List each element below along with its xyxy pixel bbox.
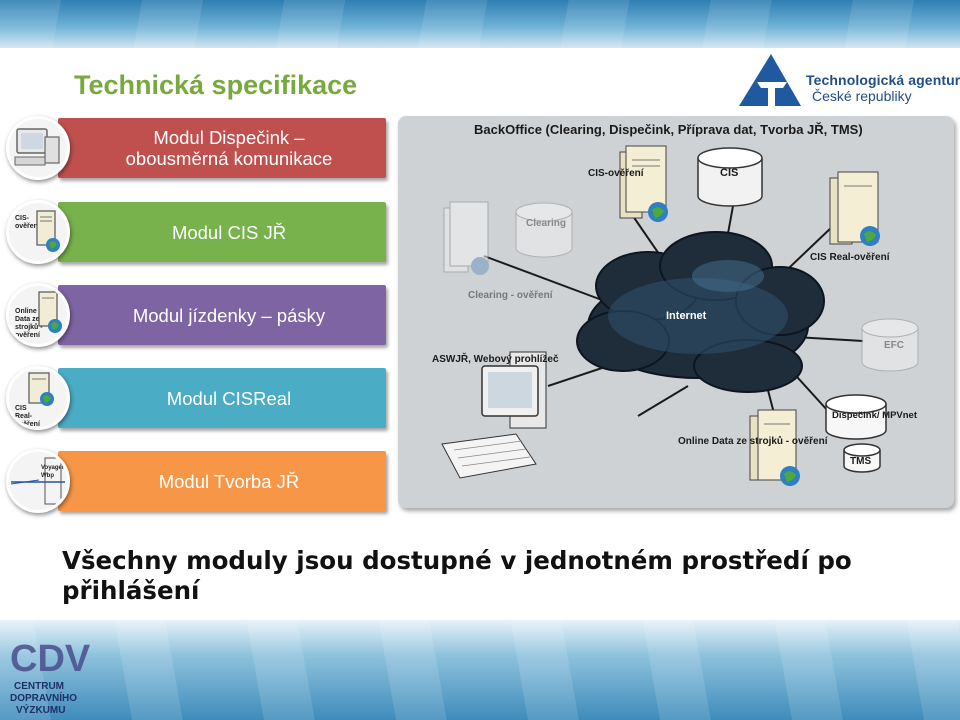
agency-logo-icon <box>739 54 801 106</box>
cis-overeni-server-icon <box>619 145 668 222</box>
cis-database-icon <box>697 147 763 207</box>
cis-overeni-text: CIS-ověření <box>588 168 645 179</box>
module-label: Modul CISReal <box>166 387 292 409</box>
agency-name-line1: Technologická agentura <box>806 72 960 88</box>
aswjr-text: ASWJŘ, Webový prohlížeč <box>432 352 559 365</box>
workstation-icon <box>441 351 547 479</box>
dispecink-label: Dispečink/ MPVnet <box>832 410 918 421</box>
clearing-overeni-label: Clearing - ověření <box>468 290 554 301</box>
internet-cloud-icon <box>576 231 825 393</box>
online-data-server-icon <box>749 409 800 486</box>
aswjr-label: ASWJŘ, Webový prohlížeč <box>432 352 559 365</box>
thumb-label: Voyager Wbp <box>41 465 65 479</box>
cis-overeni-label: CIS-ověření <box>588 168 645 179</box>
svg-text:CDV: CDV <box>10 638 91 680</box>
tms-label: TMS <box>850 456 871 467</box>
clearing-database-icon <box>515 202 573 258</box>
efc-label: EFC <box>884 340 904 351</box>
server-icon: CIS-ověření <box>6 200 70 264</box>
cis-db-label: CIS <box>720 167 738 179</box>
online-data-label: Online Data ze strojků - ověření <box>678 435 829 447</box>
server-icon: CIS Real-ověření <box>6 366 70 430</box>
module-label: Modul Tvorba JŘ <box>158 470 300 492</box>
cdv-line3: VÝZKUMU <box>16 703 65 716</box>
online-data-text: Online Data ze strojků - ověření <box>678 435 829 447</box>
cis-real-label: CIS Real-ověření <box>810 252 891 263</box>
footer-statement: Všechny moduly jsou dostupné v jednotném… <box>62 546 852 605</box>
chart-icon: Voyager Wbp <box>6 449 70 513</box>
clearing-server-icon <box>443 201 489 275</box>
server-icon: Online Data ze strojků - ověření <box>6 283 70 347</box>
cis-real-server-icon <box>829 171 880 246</box>
clearing-db-label: Clearing <box>526 218 566 229</box>
module-label: Modul CIS JŘ <box>171 221 287 243</box>
thumb-label: CIS-ověření <box>15 215 40 230</box>
network-diagram: BackOffice (Clearing, Dispečink, Příprav… <box>398 116 954 508</box>
module-tvorba-jr[interactable]: Modul Tvorba JŘ <box>58 451 386 511</box>
thumb-label: CIS Real-ověření <box>15 405 40 428</box>
thumb-label: Online Data ze strojků - ověření <box>15 308 43 339</box>
module-label: Modul Dispečink – obousměrná komunikace <box>125 127 333 169</box>
diagram-header: BackOffice (Clearing, Dispečink, Příprav… <box>474 122 863 137</box>
module-jizdenky[interactable]: Modul jízdenky – pásky <box>58 285 386 345</box>
tms-database-icon <box>843 443 881 473</box>
module-label: Modul jízdenky – pásky <box>132 304 326 326</box>
computer-icon <box>6 116 70 180</box>
top-decorative-band <box>0 0 960 48</box>
module-cisreal[interactable]: Modul CISReal <box>58 368 386 428</box>
efc-database-icon <box>861 318 919 372</box>
internet-label: Internet <box>666 310 707 322</box>
agency-name-line2: České republiky <box>812 88 912 104</box>
module-cis-jr[interactable]: Modul CIS JŘ <box>58 202 386 262</box>
cdv-line2: DOPRAVNÍHO <box>10 691 77 704</box>
page-title: Technická specifikace <box>74 70 358 100</box>
cdv-line1: CENTRUM <box>14 681 64 692</box>
bottom-decorative-band <box>0 620 960 720</box>
cdv-logo-icon: CDV CENTRUM DOPRAVNÍHO VÝZKUMU <box>10 638 91 716</box>
module-dispecink[interactable]: Modul Dispečink – obousměrná komunikace <box>58 118 386 178</box>
dispecink-database-icon <box>825 394 887 440</box>
